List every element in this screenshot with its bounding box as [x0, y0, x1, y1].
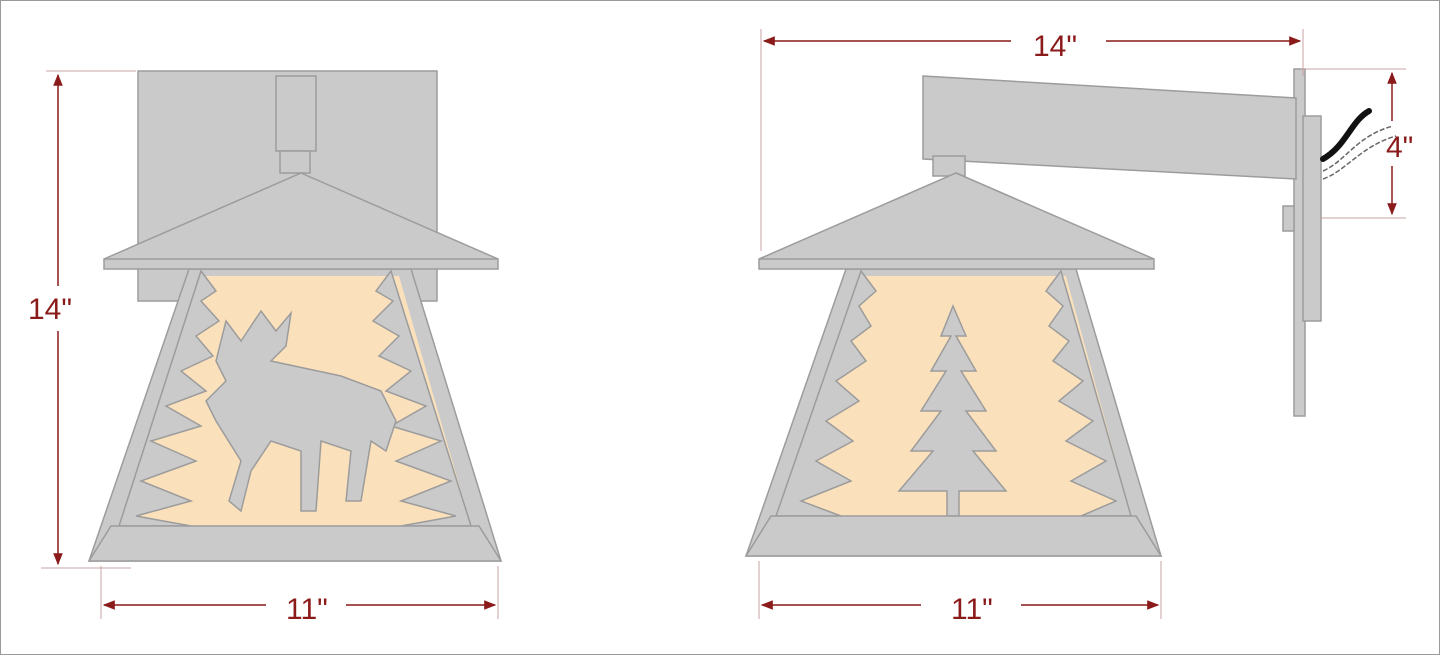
- side-width-label: 11": [951, 593, 993, 626]
- tree-right: [1044, 269, 1132, 517]
- lamp-arm: [922, 75, 1297, 180]
- lamp-roof: [103, 172, 499, 270]
- mounting-knob: [1282, 205, 1295, 232]
- side-view-lamp: [744, 68, 1322, 557]
- lamp-neck: [932, 155, 966, 177]
- backplate-height-dimension: 4": [1301, 68, 1413, 219]
- front-width-label: 11": [286, 593, 328, 626]
- lamp-base-rim: [87, 525, 503, 562]
- front-width-dimension: 11": [100, 566, 499, 626]
- front-height-dimension: 14": [28, 70, 136, 569]
- moose-silhouette: [205, 309, 397, 513]
- lamp-base-rim: [744, 515, 1163, 557]
- mounting-plate: [1302, 115, 1322, 322]
- front-view-lamp: [87, 70, 503, 562]
- side-depth-label: 14": [1033, 30, 1077, 63]
- lamp-roof: [758, 172, 1155, 270]
- lamp-neck: [279, 150, 311, 174]
- tree-right: [371, 269, 473, 527]
- front-height-label: 14": [28, 293, 72, 326]
- power-wire: [1320, 108, 1397, 180]
- side-depth-dimension: 14": [760, 29, 1304, 251]
- tree-left: [774, 269, 878, 517]
- side-width-dimension: 11": [758, 561, 1162, 626]
- mount-bracket: [275, 75, 317, 152]
- backplate-height-label: 4": [1386, 131, 1413, 164]
- tree-left: [117, 269, 221, 527]
- wire-icon: [1320, 108, 1372, 162]
